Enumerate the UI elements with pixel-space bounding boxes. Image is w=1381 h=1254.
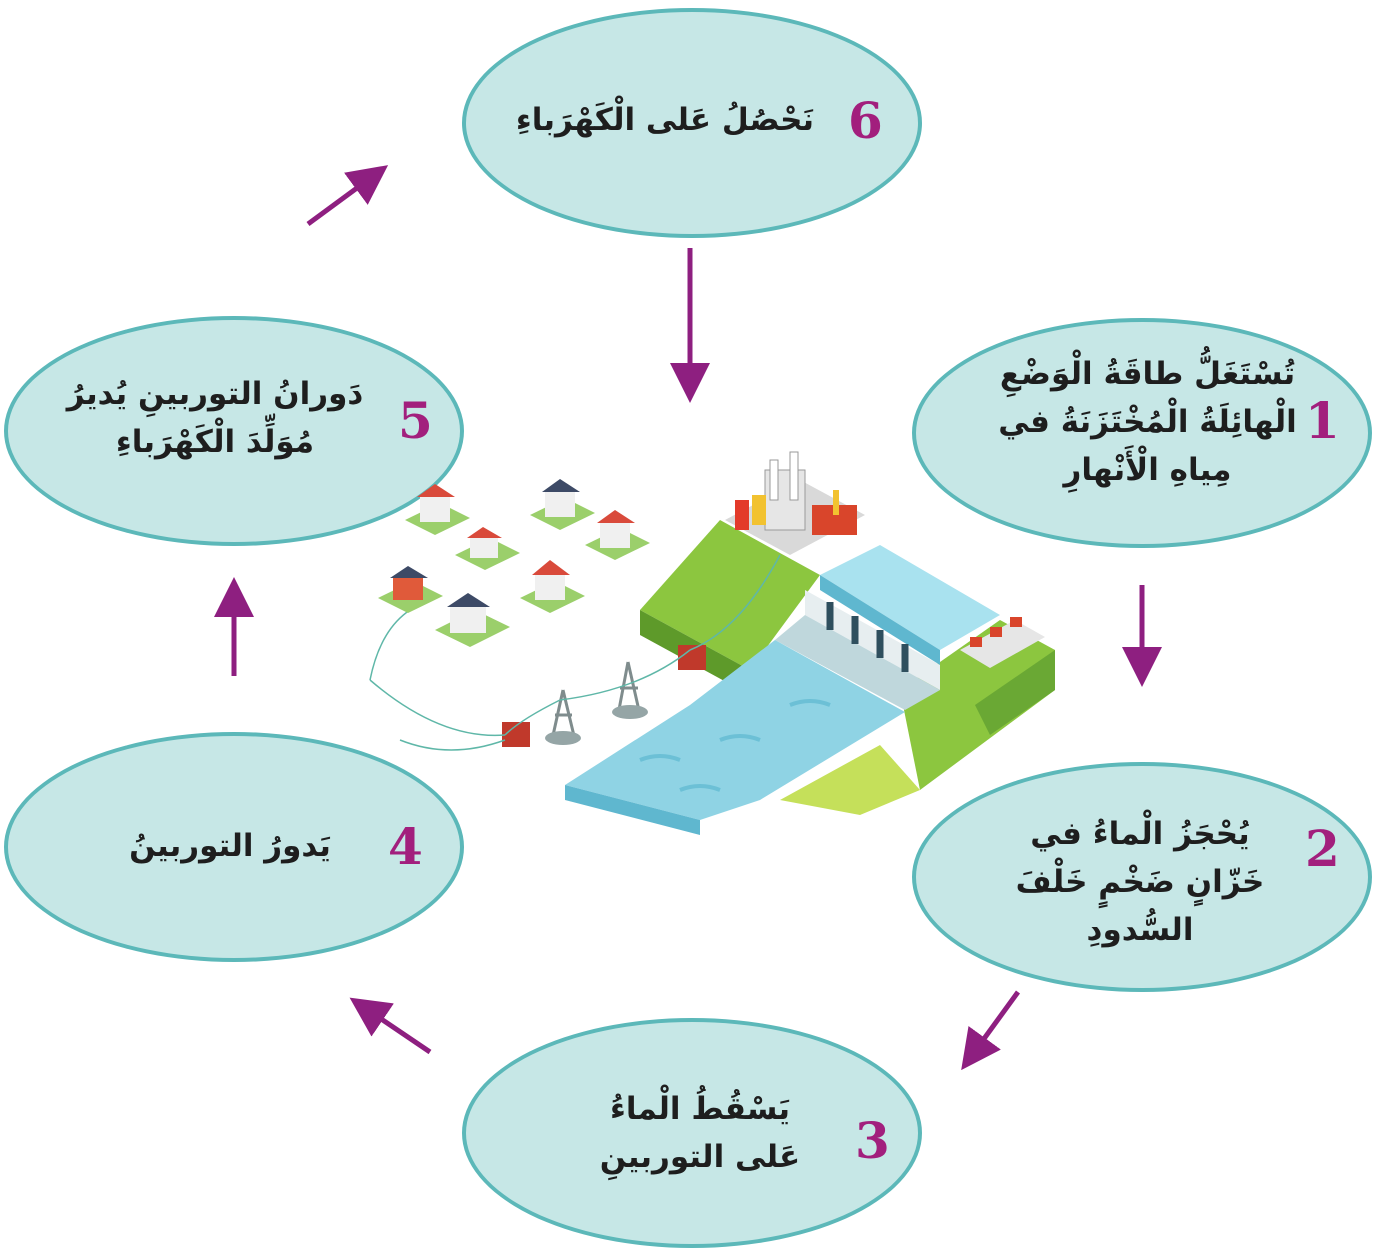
hill-right	[780, 620, 1055, 815]
step-2-number: 2	[1305, 819, 1340, 878]
step-6-number: 6	[848, 91, 883, 150]
step-6-text: نَحْصُلُ عَلى الْكَهْرَباءِ	[515, 102, 815, 138]
step-3-number: 3	[855, 1111, 890, 1170]
dam-wall	[775, 590, 940, 710]
step-4-bubble	[4, 732, 464, 962]
step-5-text: دَورانُ التوربينِ يُديرُ مُوَلِّدَ الْكَ…	[66, 376, 364, 461]
step-5-bubble	[4, 316, 464, 546]
houses	[378, 479, 650, 647]
step-4-text: يَدورُ التوربينُ	[129, 828, 331, 864]
step-3-bubble	[462, 1018, 922, 1248]
arrow-3-to-4	[349, 997, 432, 1055]
arrow-2-to-3	[961, 990, 1021, 1071]
river	[565, 640, 905, 835]
step-1-text: تُسْتَغَلُّ طاقَةُ الْوَضْعِ الْهائِلَةُ…	[998, 356, 1297, 489]
pump-units	[960, 617, 1045, 668]
step-2-bubble	[912, 762, 1372, 992]
step-5-number: 5	[398, 391, 433, 450]
power-lines	[369, 554, 781, 751]
arrow-5-to-6	[306, 165, 389, 227]
step-1-bubble	[912, 318, 1372, 548]
step-2-text: يُحْجَزُ الْماءُ في خَزّانٍ ضَخْمٍ خَلْف…	[1015, 816, 1265, 949]
step-3-text: يَسْقُطُ الْماءُ عَلى التوربينِ	[599, 1091, 801, 1176]
step-1-number: 1	[1305, 391, 1340, 450]
upper-reservoir	[820, 545, 1000, 665]
step-6-bubble	[462, 8, 922, 238]
step-4-number: 4	[388, 817, 423, 876]
power-plant	[725, 451, 865, 555]
